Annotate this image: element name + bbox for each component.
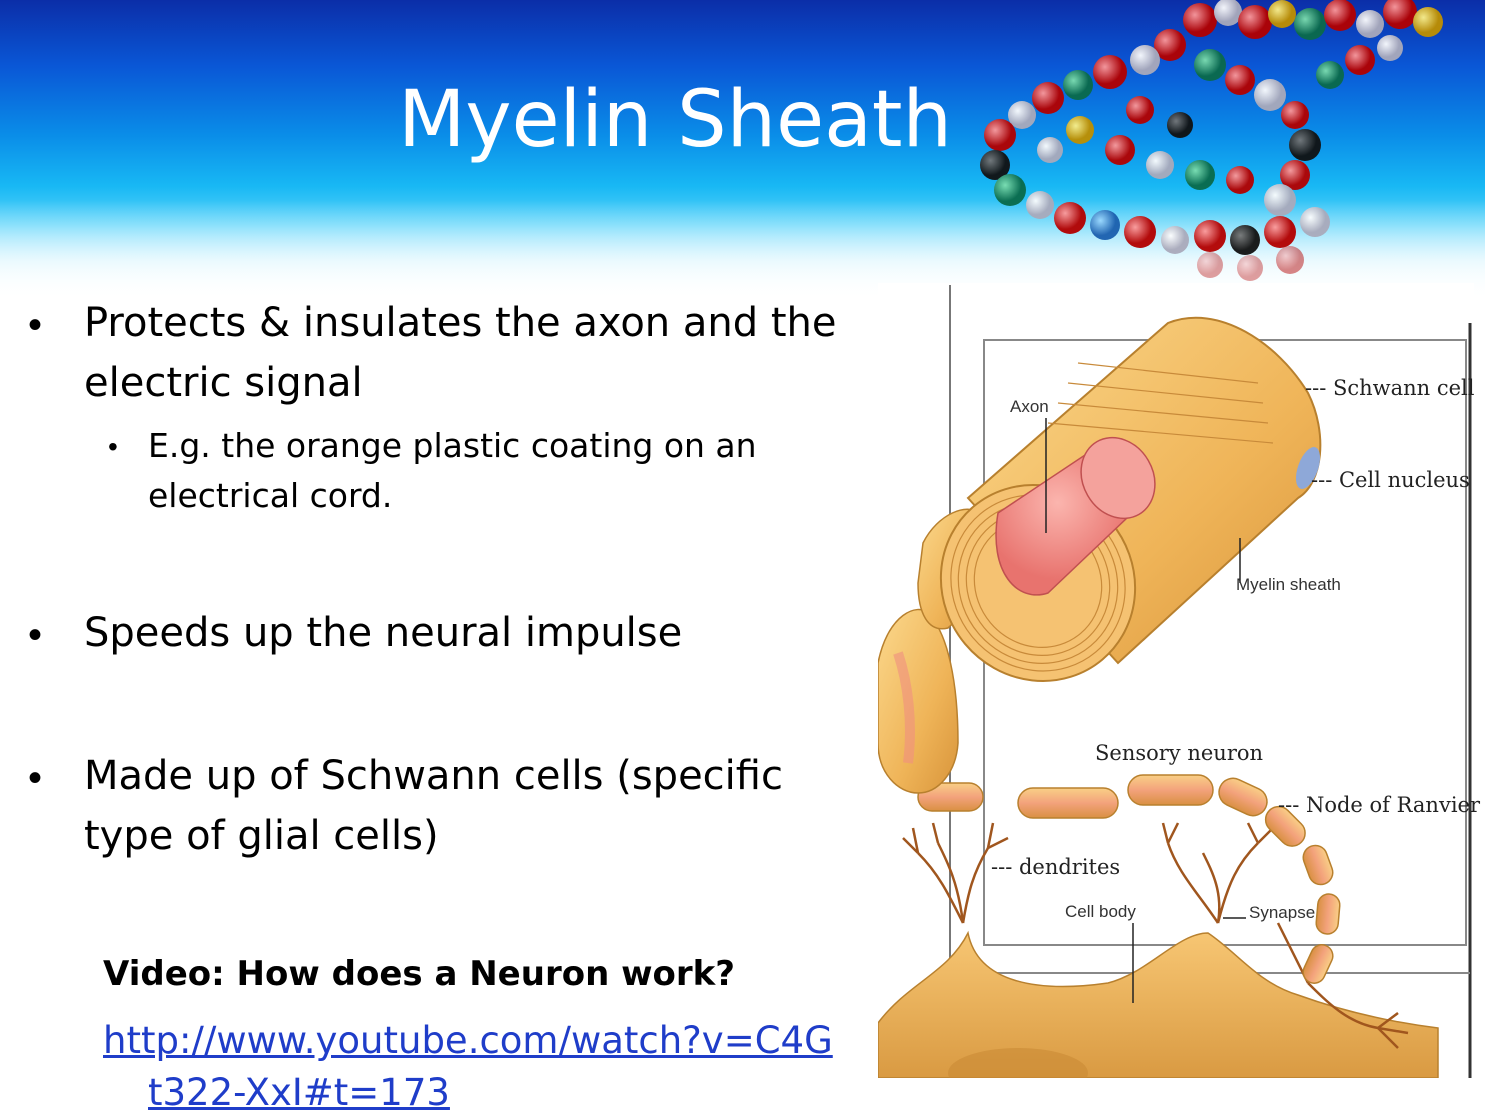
label-myelin-sheath: Myelin sheath — [1236, 575, 1341, 594]
bullet-1-line-2: electric signal — [84, 360, 363, 406]
neuron-illustration — [878, 285, 1472, 1078]
bullet-dot: • — [28, 303, 43, 347]
bullet-3-line-2: type of glial cells) — [84, 813, 439, 859]
bullet-1-line-1: Protects & insulates the axon and the — [84, 300, 837, 346]
label-dendrites: --- dendrites — [991, 855, 1121, 879]
bullet-2-text: Speeds up the neural impulse — [84, 610, 683, 656]
label-cell-body: Cell body — [1065, 902, 1136, 921]
dna-helix-image — [980, 0, 1443, 281]
label-sensory-neuron: Sensory neuron — [1095, 741, 1264, 765]
label-axon: Axon — [1010, 397, 1049, 416]
bullet-3-line-1: Made up of Schwann cells (specific — [84, 753, 783, 799]
bullet-dot: • — [28, 756, 43, 800]
label-node-of-ranvier: --- Node of Ranvier — [1278, 793, 1481, 817]
video-link-line-2[interactable]: t322-XxI#t=173 — [148, 1071, 450, 1114]
neuron-diagram: Axon --- Schwann cell --- Cell nucleus M… — [878, 283, 1480, 1078]
video-label: Video: How does a Neuron work? — [103, 954, 735, 994]
video-link-line-1[interactable]: http://www.youtube.com/watch?v=C4G — [103, 1019, 833, 1062]
bullet-dot: • — [28, 613, 43, 657]
sub-bullet-line-1: E.g. the orange plastic coating on an — [148, 426, 757, 465]
slide-title: Myelin Sheath — [398, 75, 952, 165]
sub-bullet-line-2: electrical cord. — [148, 476, 393, 515]
label-cell-nucleus: --- Cell nucleus — [1311, 468, 1470, 492]
sub-bullet-dot: • — [108, 431, 118, 462]
label-schwann-cell: --- Schwann cell — [1305, 376, 1475, 400]
video-link[interactable]: http://www.youtube.com/watch?v=C4G t322-… — [103, 1015, 863, 1119]
label-synapse: Synapse — [1249, 903, 1316, 922]
